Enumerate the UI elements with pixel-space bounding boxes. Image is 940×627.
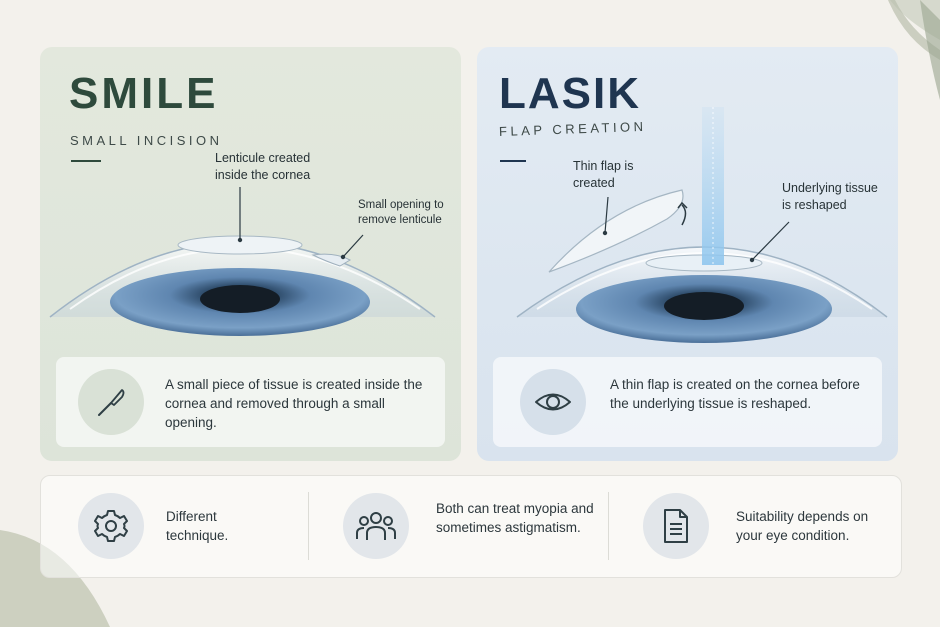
gear-icon bbox=[94, 510, 128, 542]
smile-title-underline bbox=[71, 160, 101, 162]
summary-item-treatment: Both can treat myopia and sometimes asti… bbox=[309, 476, 609, 577]
eye-icon bbox=[535, 393, 571, 411]
smile-title: SMILE bbox=[69, 69, 219, 118]
summary-divider-2 bbox=[608, 492, 609, 560]
summary-item-suitability: Suitability depends on your eye conditio… bbox=[609, 476, 899, 577]
lasik-pupil bbox=[664, 292, 744, 320]
lasik-title-underline bbox=[500, 160, 526, 162]
smile-subtitle: SMALL INCISION bbox=[70, 133, 223, 148]
people-icon bbox=[356, 512, 396, 540]
people-icon-badge bbox=[343, 493, 409, 559]
eye-icon-badge bbox=[520, 369, 586, 435]
summary-item-technique: Different technique. bbox=[41, 476, 306, 577]
smile-incision bbox=[311, 253, 352, 267]
smile-description-card: A small piece of tissue is created insid… bbox=[56, 357, 445, 447]
summary-text-treatment: Both can treat myopia and sometimes asti… bbox=[436, 501, 594, 535]
summary-text-technique: Different technique. bbox=[166, 509, 229, 543]
summary-bar: Different technique. Both can treat myop… bbox=[40, 475, 902, 578]
scalpel-icon bbox=[98, 389, 125, 416]
smile-description: A small piece of tissue is created insid… bbox=[165, 377, 423, 430]
lasik-eye-illustration bbox=[516, 107, 888, 343]
smile-callout-opening: Small opening to remove lenticule bbox=[358, 199, 444, 226]
lasik-title: LASIK bbox=[499, 69, 641, 118]
scalpel-icon-badge bbox=[78, 369, 144, 435]
document-icon bbox=[664, 509, 688, 543]
lasik-description-card: A thin flap is created on the cornea bef… bbox=[493, 357, 882, 447]
smile-eye-illustration bbox=[49, 187, 436, 336]
summary-text-suitability: Suitability depends on your eye conditio… bbox=[736, 509, 869, 543]
lasik-callout-reshape: Underlying tissue is reshaped bbox=[782, 181, 878, 212]
laser-beam bbox=[702, 107, 724, 265]
lasik-description: A thin flap is created on the cornea bef… bbox=[610, 377, 860, 411]
flap-lift-arrow bbox=[681, 204, 687, 226]
smile-callout-lenticule: Lenticule created inside the cornea bbox=[215, 151, 311, 182]
lasik-panel: LASIK FLAP CREATION bbox=[477, 47, 898, 461]
summary-divider-1 bbox=[308, 492, 309, 560]
smile-panel: SMILE SMALL INCISION Lenticule cre bbox=[40, 47, 461, 461]
lasik-callout-flap: Thin flap is created bbox=[573, 159, 634, 190]
smile-pupil bbox=[200, 285, 280, 313]
document-icon-badge bbox=[643, 493, 709, 559]
gear-icon-badge bbox=[78, 493, 144, 559]
